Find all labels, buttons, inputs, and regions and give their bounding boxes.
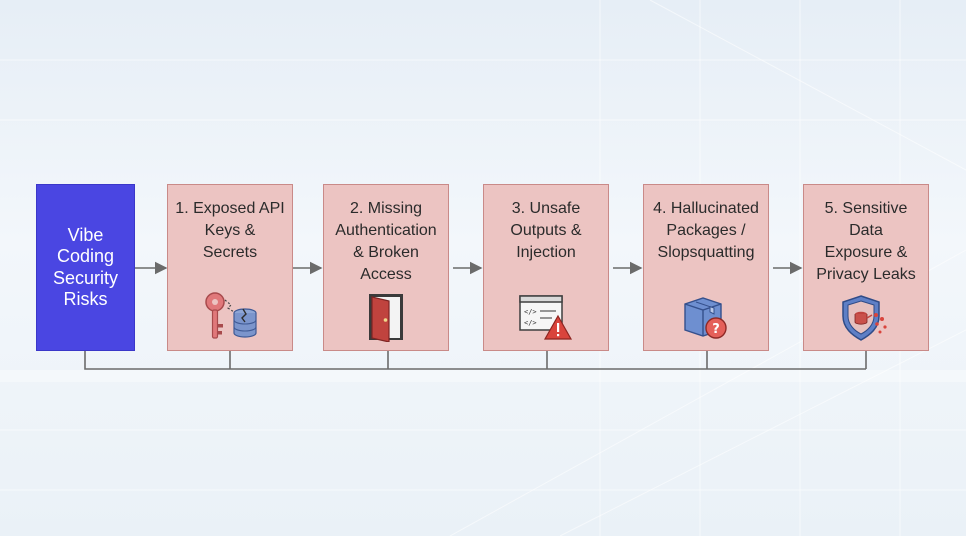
step-5-node: 5. Sensitive Data Exposure & Privacy Lea…	[803, 184, 929, 351]
svg-text:</>: </>	[524, 319, 537, 327]
step-3-label: 3. Unsafe Outputs & Injection	[510, 200, 582, 261]
root-node: Vibe Coding Security Risks	[36, 184, 135, 351]
key-database-icon	[205, 292, 257, 339]
package-question-icon: ?	[684, 297, 727, 339]
open-door-icon	[369, 294, 403, 342]
code-window-warning-icon: </> </>	[519, 295, 573, 340]
step-2-label: 2. Missing Authentication & Broken Acces…	[335, 200, 437, 283]
step-4-node: 4. Hallucinated Packages / Slopsquatting…	[643, 184, 769, 351]
step-1-label: 1. Exposed API Keys & Secrets	[175, 200, 285, 261]
step-1-node: 1. Exposed API Keys & Secrets	[167, 184, 293, 351]
shield-leak-icon	[842, 295, 887, 341]
svg-text:</>: </>	[524, 308, 537, 316]
step-2-node: 2. Missing Authentication & Broken Acces…	[323, 184, 449, 351]
step-3-node: 3. Unsafe Outputs & Injection </> </>	[483, 184, 609, 351]
root-label: Vibe Coding Security Risks	[52, 224, 119, 310]
step-5-label: 5. Sensitive Data Exposure & Privacy Lea…	[816, 200, 916, 283]
step-4-label: 4. Hallucinated Packages / Slopsquatting	[653, 200, 759, 261]
svg-text:?: ?	[712, 322, 720, 337]
